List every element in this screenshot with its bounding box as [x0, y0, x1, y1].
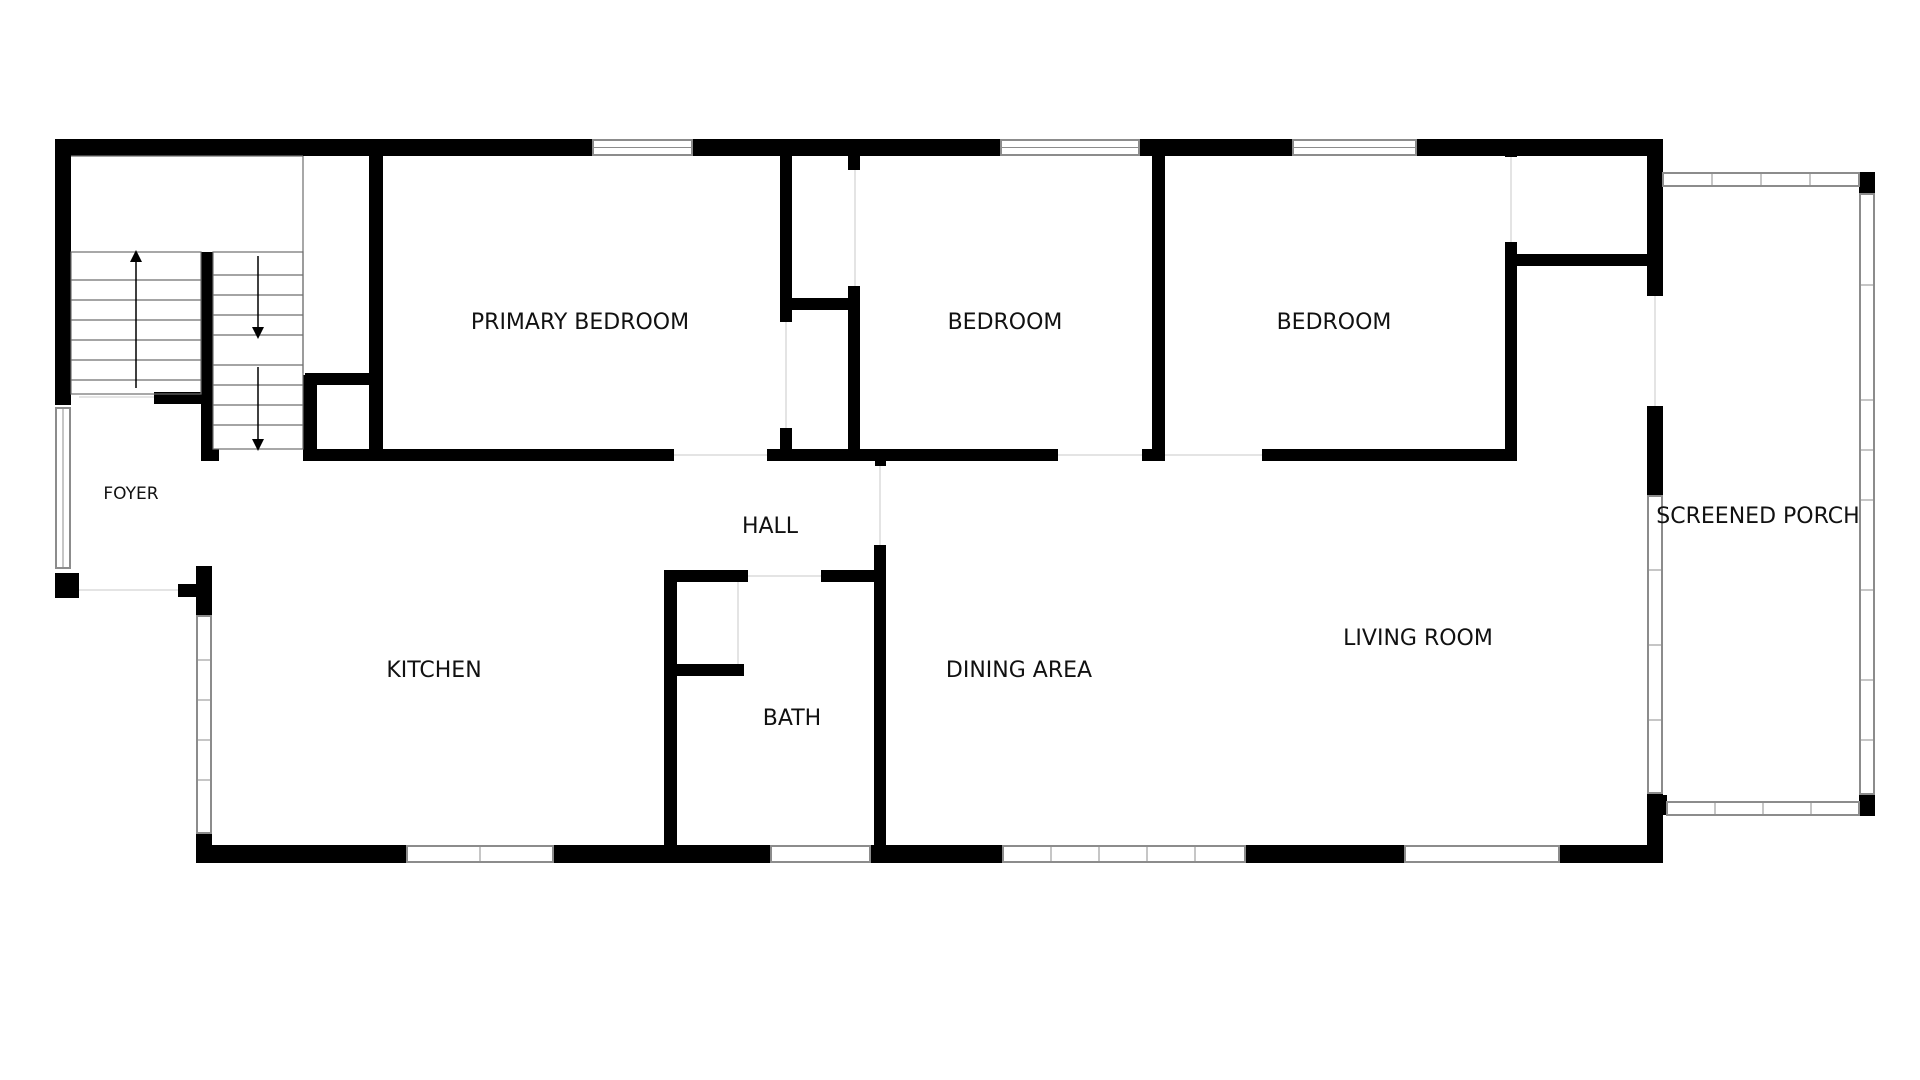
room-labels: PRIMARY BEDROOM BEDROOM BEDROOM FOYER HA… — [103, 310, 1859, 731]
label-foyer: FOYER — [103, 484, 158, 504]
wall-stair-divider — [201, 252, 213, 460]
wall-top-2 — [692, 139, 1001, 156]
windows — [55, 139, 1875, 863]
wall-bath-closet-shelf — [664, 664, 744, 676]
stair-arrows — [130, 250, 264, 451]
wall-bottom-3 — [870, 845, 1003, 863]
wall-top-1 — [55, 139, 593, 156]
wall-top-3 — [1139, 139, 1293, 156]
label-dining-area: DINING AREA — [946, 658, 1092, 683]
wall-bed-divider — [1152, 139, 1165, 461]
wall-bottom-2 — [553, 845, 771, 863]
label-bedroom-2: BEDROOM — [1277, 310, 1392, 335]
wall-bath-top-b — [821, 570, 886, 582]
wall-bed2-closet-b — [1505, 242, 1517, 461]
label-kitchen: KITCHEN — [386, 658, 481, 683]
wall-closet-shelf — [305, 373, 375, 385]
wall-bed2-closet-a — [1505, 139, 1517, 157]
porch-screen-east — [1859, 193, 1875, 795]
wall-closet-left — [303, 375, 317, 460]
wall-foyer-top-right — [154, 392, 204, 404]
wall-right-mid — [1647, 406, 1663, 496]
wall-dining-west — [874, 545, 886, 863]
wall-pb-closet-d — [848, 286, 860, 461]
label-bath: BATH — [763, 706, 821, 731]
wall-closet-right — [369, 139, 383, 459]
wall-bottom-5 — [1559, 845, 1663, 863]
wall-bed2-closet-shelf — [1505, 254, 1663, 266]
label-bedroom-1: BEDROOM — [948, 310, 1063, 335]
label-hall: HALL — [742, 514, 799, 539]
wall-pb-closet-shelf — [780, 298, 857, 310]
wall-right-top — [1647, 139, 1663, 296]
wall-bottom-4 — [1245, 845, 1405, 863]
wall-hall-top-1 — [201, 449, 219, 461]
wall-hall-top-2 — [303, 449, 373, 461]
wall-pb-closet-a — [780, 139, 792, 322]
porch-post-bottom-right — [1859, 794, 1875, 816]
label-screened-porch: SCREENED PORCH — [1656, 504, 1859, 529]
wall-left-upper — [55, 139, 71, 405]
wall-pb-closet-c — [848, 139, 860, 170]
porch-post-top-right — [1859, 172, 1875, 194]
label-primary-bedroom: PRIMARY BEDROOM — [471, 310, 689, 335]
wall-hall-top-6 — [1262, 449, 1517, 461]
porch-post-bottom-left — [1647, 795, 1667, 815]
wall-hall-top-4 — [767, 449, 1058, 461]
wall-bath-west — [664, 570, 677, 863]
wall-pb-closet-b — [780, 428, 792, 461]
wall-hall-top-3 — [369, 449, 674, 461]
wall-left-lower — [55, 573, 79, 598]
window-dining-south — [1002, 845, 1246, 863]
door-openings — [79, 157, 1656, 664]
stairs — [70, 155, 304, 450]
window-kitchen-west — [196, 615, 212, 834]
wall-top-4 — [1416, 139, 1663, 156]
wall-dining-west-stub — [875, 459, 886, 466]
walls — [55, 139, 1875, 863]
window-living-south — [1404, 845, 1560, 863]
wall-kitchen-west-top — [196, 566, 212, 616]
label-living-room: LIVING ROOM — [1343, 626, 1493, 651]
wall-bath-closet-top — [664, 570, 737, 582]
wall-bottom-1 — [196, 845, 407, 863]
window-bath-south — [770, 845, 871, 863]
